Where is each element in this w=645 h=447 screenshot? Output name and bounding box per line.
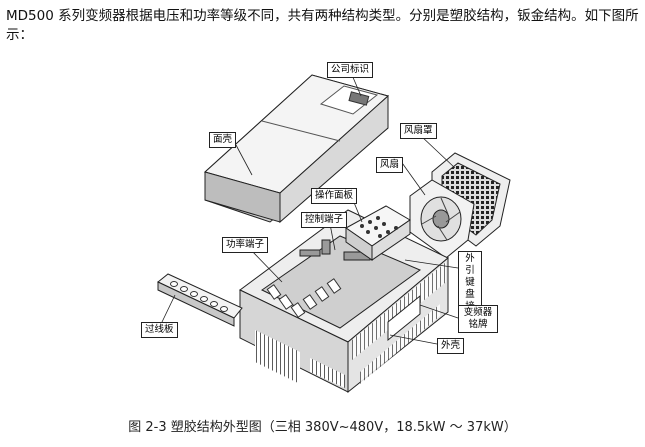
cable-plate-label: 过线板 bbox=[141, 322, 178, 338]
fan-label: 风扇 bbox=[376, 157, 404, 173]
housing-label: 外壳 bbox=[437, 338, 465, 354]
leader-lines bbox=[161, 74, 459, 345]
nameplate-label: 变频器铭牌 bbox=[458, 305, 498, 333]
cable-plate bbox=[157, 273, 243, 327]
control-terminal-label: 控制端子 bbox=[301, 212, 348, 228]
intro-paragraph: MD500 系列变频器根据电压和功率等级不同，共有两种结构类型。分别是塑胶结构，… bbox=[6, 8, 639, 43]
figure-caption: 图 2-3 塑胶结构外型图（三相 380V~480V，18.5kW ～ 37kW… bbox=[128, 420, 517, 435]
fan-cover-label: 风扇罩 bbox=[400, 123, 437, 139]
face-cover bbox=[203, 74, 390, 224]
company-logo-label: 公司标识 bbox=[327, 62, 374, 78]
fan bbox=[409, 179, 475, 259]
face-cover-label: 面壳 bbox=[209, 132, 237, 148]
operation-panel bbox=[345, 205, 411, 261]
power-terminal-label: 功率端子 bbox=[222, 237, 269, 253]
operation-panel-label: 操作面板 bbox=[311, 188, 358, 204]
